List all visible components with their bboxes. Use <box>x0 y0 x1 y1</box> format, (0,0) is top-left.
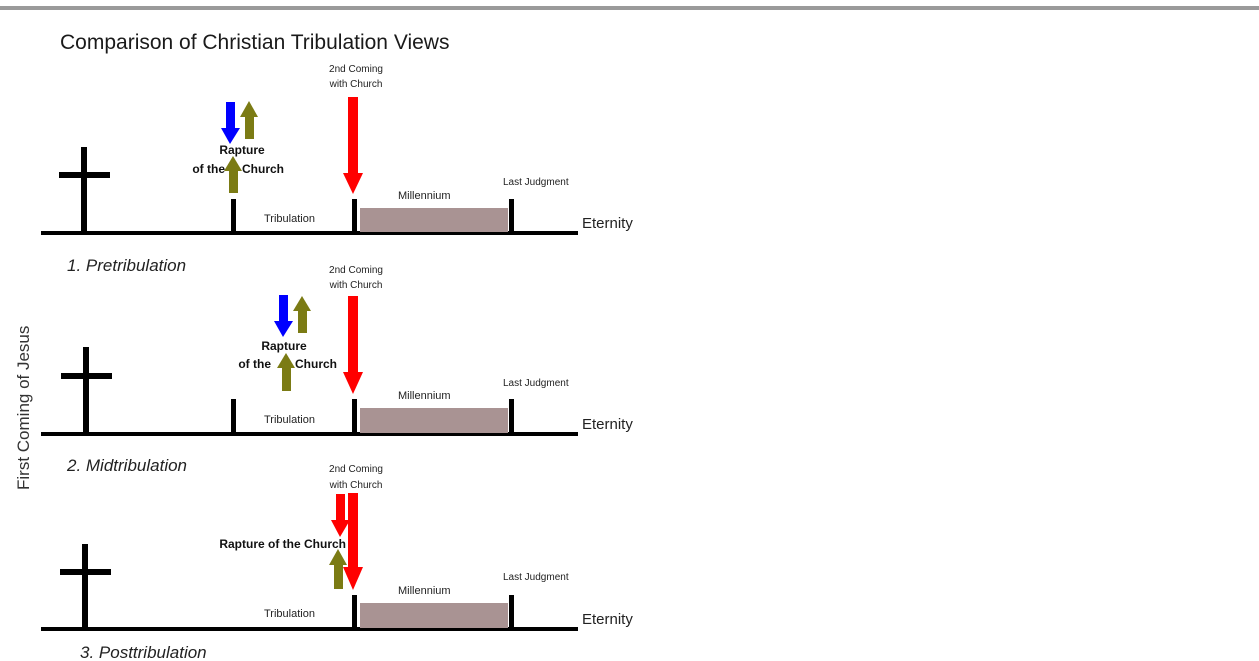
church-up-arrow-icon <box>282 367 291 391</box>
eternity-label: Eternity <box>582 416 633 433</box>
cross-bar <box>59 172 110 178</box>
second-coming-label: with Church <box>329 79 383 90</box>
rapture-down-arrow-icon <box>336 494 345 522</box>
rapture-up-arrow-head <box>293 296 311 311</box>
last-judgment-tick <box>509 399 514 434</box>
rapture-label: Rapture <box>219 143 265 157</box>
side-label: First Coming of Jesus <box>14 326 33 490</box>
church-up-arrow-head <box>224 156 242 171</box>
rapture-down-arrow-icon <box>226 102 235 130</box>
church-up-arrow-icon <box>334 564 343 589</box>
rapture-down-arrow-head <box>331 520 350 537</box>
second-coming-arrow-head <box>343 173 363 194</box>
last-judgment-tick <box>509 199 514 233</box>
cross-icon <box>82 544 88 629</box>
rapture-up-arrow-icon <box>298 310 307 333</box>
rapture-label: of the <box>192 162 225 176</box>
rapture-label: Church <box>242 162 284 176</box>
second-coming-arrow-head <box>343 567 363 590</box>
second-coming-label: 2nd Coming <box>329 265 383 276</box>
rapture-up-arrow-head <box>240 101 258 117</box>
tribulation-label: Tribulation <box>264 608 315 620</box>
tribulation-label: Tribulation <box>264 414 315 426</box>
panel-pretribulation: 2nd Coming with Church Rapture of the Ch… <box>41 64 633 275</box>
second-coming-label: with Church <box>329 480 383 491</box>
top-rule <box>0 6 1259 10</box>
eternity-label: Eternity <box>582 215 633 232</box>
rapture-label: Rapture of the Church <box>219 537 346 551</box>
second-coming-label: 2nd Coming <box>329 464 383 475</box>
second-coming-arrow-icon <box>348 493 358 569</box>
second-coming-label: with Church <box>329 280 383 291</box>
rapture-label: Church <box>295 357 337 371</box>
second-coming-arrow-icon <box>348 296 358 374</box>
church-up-arrow-head <box>277 353 295 368</box>
diagram-title: Comparison of Christian Tribulation View… <box>60 31 449 54</box>
millennium-label: Millennium <box>398 585 451 597</box>
last-judgment-label: Last Judgment <box>503 572 569 583</box>
panel-caption: 3. Posttribulation <box>80 643 207 661</box>
last-judgment-label: Last Judgment <box>503 378 569 389</box>
panel-midtribulation: 2nd Coming with Church Rapture of the Ch… <box>41 265 633 475</box>
timeline-baseline <box>41 627 578 631</box>
cross-bar <box>60 569 111 575</box>
panel-posttribulation: 2nd Coming with Church Rapture of the Ch… <box>41 464 633 661</box>
tribulation-start-tick <box>231 199 236 233</box>
last-judgment-label: Last Judgment <box>503 177 569 188</box>
second-coming-label: 2nd Coming <box>329 64 383 75</box>
rapture-down-arrow-head <box>274 321 293 337</box>
millennium-bar <box>360 208 508 232</box>
cross-bar <box>61 373 112 379</box>
panel-caption: 2. Midtribulation <box>66 456 187 475</box>
millennium-bar <box>360 603 508 628</box>
second-coming-tick <box>352 595 357 629</box>
church-up-arrow-head <box>329 549 347 565</box>
second-coming-tick <box>352 199 357 233</box>
rapture-down-arrow-head <box>221 128 240 144</box>
cross-icon <box>83 347 89 434</box>
tribulation-start-tick <box>231 399 236 434</box>
rapture-up-arrow-icon <box>245 116 254 139</box>
rapture-label: of the <box>238 357 271 371</box>
millennium-label: Millennium <box>398 190 451 202</box>
cross-icon <box>81 147 87 233</box>
millennium-label: Millennium <box>398 390 451 402</box>
second-coming-tick <box>352 399 357 434</box>
eternity-label: Eternity <box>582 611 633 628</box>
last-judgment-tick <box>509 595 514 629</box>
timeline-baseline <box>41 432 578 436</box>
rapture-label: Rapture <box>261 339 307 353</box>
tribulation-label: Tribulation <box>264 213 315 225</box>
timeline-baseline <box>41 231 578 235</box>
church-up-arrow-icon <box>229 170 238 193</box>
millennium-bar <box>360 408 508 433</box>
rapture-down-arrow-icon <box>279 295 288 323</box>
panel-caption: 1. Pretribulation <box>67 256 186 275</box>
second-coming-arrow-head <box>343 372 363 394</box>
second-coming-arrow-icon <box>348 97 358 175</box>
